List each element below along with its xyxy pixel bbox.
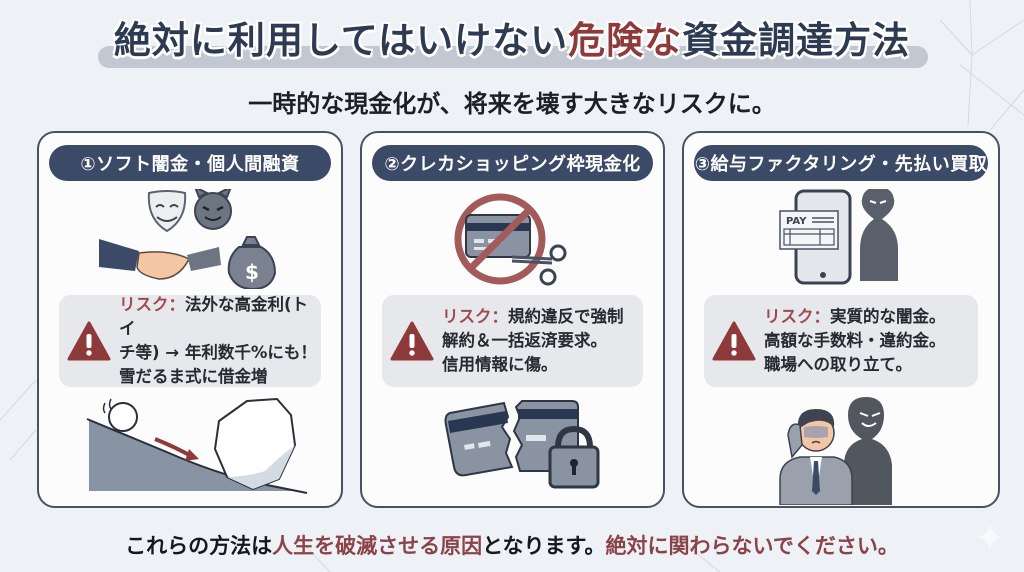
warning-triangle-icon [390, 321, 434, 361]
footer-highlight-2: 絶対に関わらないでください。 [605, 534, 899, 558]
footer-highlight-1: 人生を破滅させる原因 [272, 534, 483, 558]
title-danger-word: 危険な [568, 19, 683, 62]
risk-label: リスク： [764, 307, 830, 326]
risk-description: リスク：規約違反で強制 解約＆一括返済要求。 信用情報に傷。 [442, 307, 624, 374]
page-title: 絶対に利用してはいけない危険な資金調達方法 [113, 19, 911, 62]
card-soft-loan-shark: ①ソフト闇金・個人間融資 $ リスク：法外な高金利(トイ チ等) → 年利数千%… [37, 131, 343, 508]
svg-text:PAY: PAY [786, 216, 807, 227]
card-heading: ②クレカショッピング枠現金化 [372, 145, 653, 181]
title-underline-bar [98, 46, 928, 68]
risk-box: リスク：法外な高金利(トイ チ等) → 年利数千%にも！ 雪だるま式に借金増 [59, 295, 321, 387]
card-heading: ③給与ファクタリング・先払い買取 [694, 145, 988, 181]
risk-label: リスク： [119, 295, 185, 314]
warning-triangle-icon [67, 321, 111, 361]
warning-triangle-icon [712, 321, 756, 361]
card-heading: ①ソフト闇金・個人間融資 [49, 145, 331, 181]
worried-worker-shadow-figure-icon [779, 397, 892, 505]
risk-label: リスク： [442, 307, 508, 326]
broken-card-padlock-icon [444, 400, 600, 489]
risk-description: リスク：法外な高金利(トイ チ等) → 年利数千%にも！ 雪だるま式に借金増 [119, 295, 317, 386]
snowball-rolling-downhill-icon [86, 397, 308, 494]
masks-handshake-money-bag-icon: $ [99, 189, 277, 289]
no-credit-card-scissors-icon [454, 193, 567, 286]
risk-box: リスク：規約違反で強制 解約＆一括返済要求。 信用情報に傷。 [382, 295, 643, 387]
svg-text:$: $ [245, 260, 259, 284]
phone-pay-shadow-figure-icon: PAY [779, 189, 898, 285]
risk-box: リスク：実質的な闇金。 高額な手数料・違約金。 職場への取り立て。 [704, 295, 978, 387]
card-credit-card-cashing: ②クレカショッピング枠現金化 リスク：規約違反で強制 解約＆一括返済要求。 信用… [360, 131, 665, 508]
sparkle-icon [977, 524, 1003, 550]
card-salary-factoring: ③給与ファクタリング・先払い買取 PAY リスク：実質的な闇金。 高額な手数料・… [682, 131, 1000, 508]
page-subtitle: 一時的な現金化が、将来を壊す大きなリスクに。 [248, 90, 776, 118]
footer-warning: これらの方法は人生を破滅させる原因となります。絶対に関わらないでください。 [125, 534, 899, 558]
risk-description: リスク：実質的な闇金。 高額な手数料・違約金。 職場への取り立て。 [764, 307, 946, 374]
